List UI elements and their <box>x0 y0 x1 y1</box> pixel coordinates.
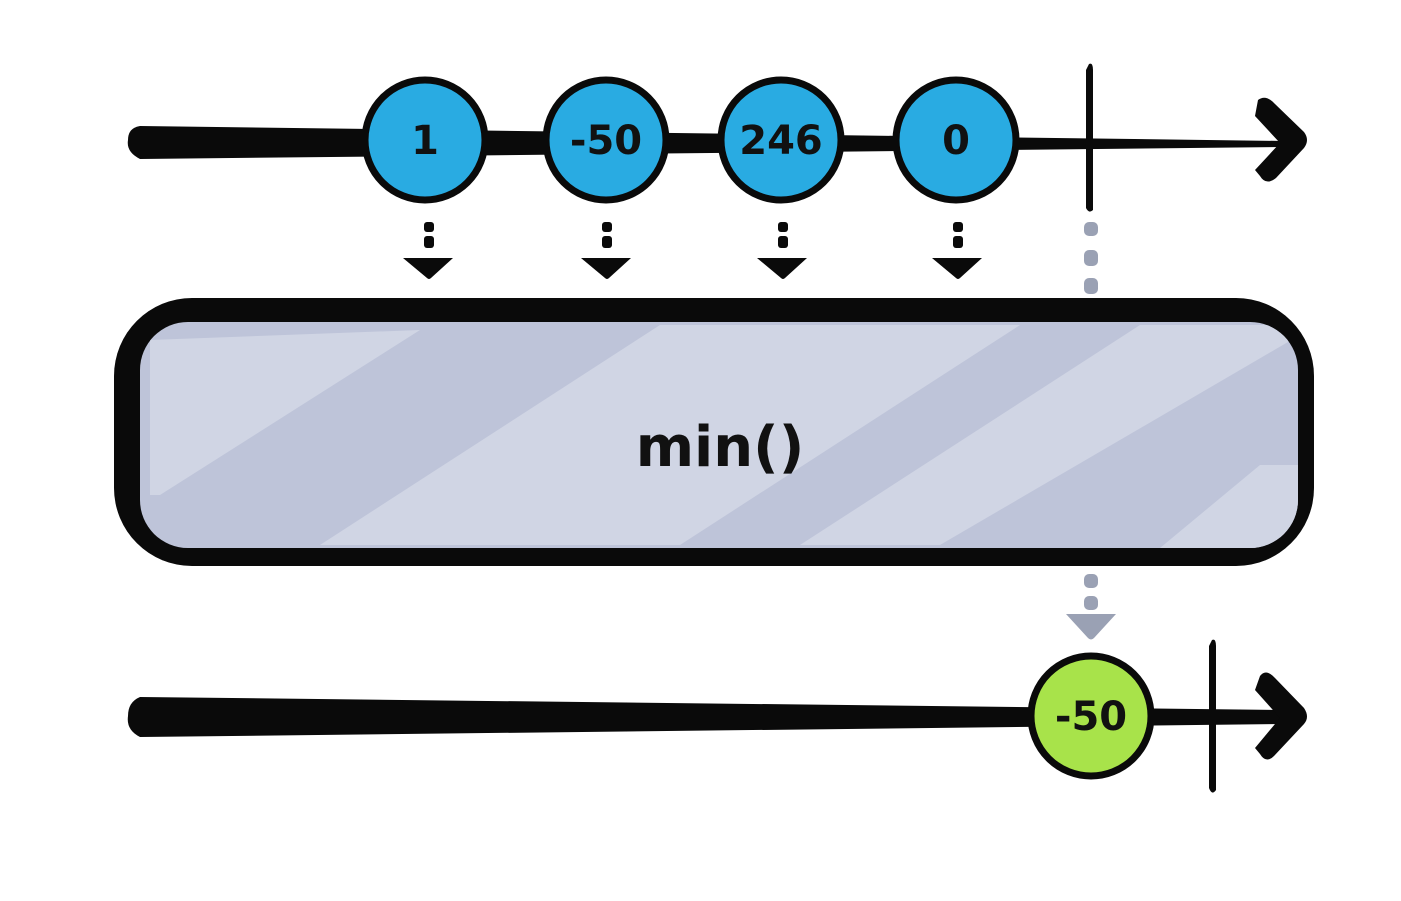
operator-label: min() <box>636 415 805 480</box>
marble-circle <box>542 76 670 204</box>
input-marble: 1 <box>361 76 489 204</box>
marble-circle <box>717 76 845 204</box>
input-marble: 246 <box>717 76 845 204</box>
marble-label: -50 <box>570 118 642 164</box>
down-arrow-icon <box>581 222 631 279</box>
input-timeline <box>127 63 1307 212</box>
marble-circle <box>892 76 1020 204</box>
down-arrow-icon <box>1066 614 1116 640</box>
operator-box: min() <box>114 298 1314 566</box>
down-arrow-icon <box>757 222 807 279</box>
input-arrows <box>403 222 982 279</box>
input-marble: 0 <box>892 76 1020 204</box>
marble-label: 0 <box>942 118 970 164</box>
completion-dotted-line <box>1084 222 1098 294</box>
output-timeline-arrowhead <box>1255 672 1307 760</box>
input-timeline-line <box>127 126 1285 159</box>
input-marble: -50 <box>542 76 670 204</box>
down-arrow-icon <box>932 222 982 279</box>
down-arrow-icon <box>403 222 453 279</box>
operator-box-stripes <box>150 325 1298 548</box>
input-completion-marker <box>1086 63 1093 212</box>
input-timeline-arrowhead <box>1255 97 1307 182</box>
marble-label: 1 <box>411 118 439 164</box>
output-completion-arrow <box>1066 574 1116 640</box>
output-timeline-line <box>127 697 1285 737</box>
marble-circle <box>361 76 489 204</box>
marble-label: -50 <box>1055 694 1127 740</box>
output-timeline <box>127 639 1307 793</box>
marble-circle <box>1027 652 1155 780</box>
marble-label: 246 <box>739 118 823 164</box>
output-completion-marker <box>1209 639 1216 793</box>
output-marble: -50 <box>1027 652 1155 780</box>
